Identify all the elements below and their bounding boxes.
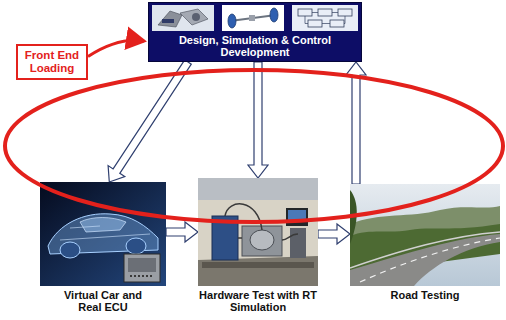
picture-rect [198,178,318,200]
picture-rect [128,258,156,272]
picture-rect [298,9,312,16]
block-arrow [248,62,268,178]
loop-ellipse [5,70,503,222]
box-label: Virtual Car and Real ECU [53,289,153,313]
picture-ellipse [228,14,236,28]
picture-path [130,275,154,277]
picture-line [230,15,276,21]
picture-rect [162,19,174,23]
test-bench-picture [198,178,318,286]
picture-ellipse [270,8,278,22]
picture-rect [290,228,306,258]
picture-path [360,238,500,282]
box-label: Design, Simulation & Control Development [153,34,357,58]
block-arrow [318,224,350,244]
red-arrow [88,40,144,56]
box-label: Hardware Test with RT Simulation [198,289,318,313]
picture-rect [222,5,284,31]
picture-rect [286,208,308,226]
picture-path [305,13,345,24]
picture-polygon [180,9,208,25]
picture-rect [40,182,166,286]
block-arrow [346,62,366,184]
callout-box: Front End Loading [16,44,88,80]
picture-ellipse [126,238,146,254]
picture-rect [124,254,160,282]
box-label: Road Testing [350,289,500,301]
picture-ellipse [250,230,274,250]
picture-rect [292,5,358,31]
picture-rect [198,178,318,286]
picture-rect [242,226,282,256]
design-thumbnails [152,5,358,31]
box-label: Front End Loading [21,49,83,75]
picture-rect [318,9,332,16]
block-arrow [166,222,198,242]
picture-rect [338,9,352,16]
picture-rect [308,20,322,27]
picture-rect [152,5,214,31]
virtual-car-picture [40,182,166,286]
picture-ellipse [60,242,80,258]
picture-path [80,218,126,233]
picture-rect [249,15,255,21]
picture-polygon [158,11,182,27]
picture-path [350,232,500,268]
picture-circle [192,13,200,21]
picture-rect [330,20,344,27]
picture-rect [202,262,314,268]
